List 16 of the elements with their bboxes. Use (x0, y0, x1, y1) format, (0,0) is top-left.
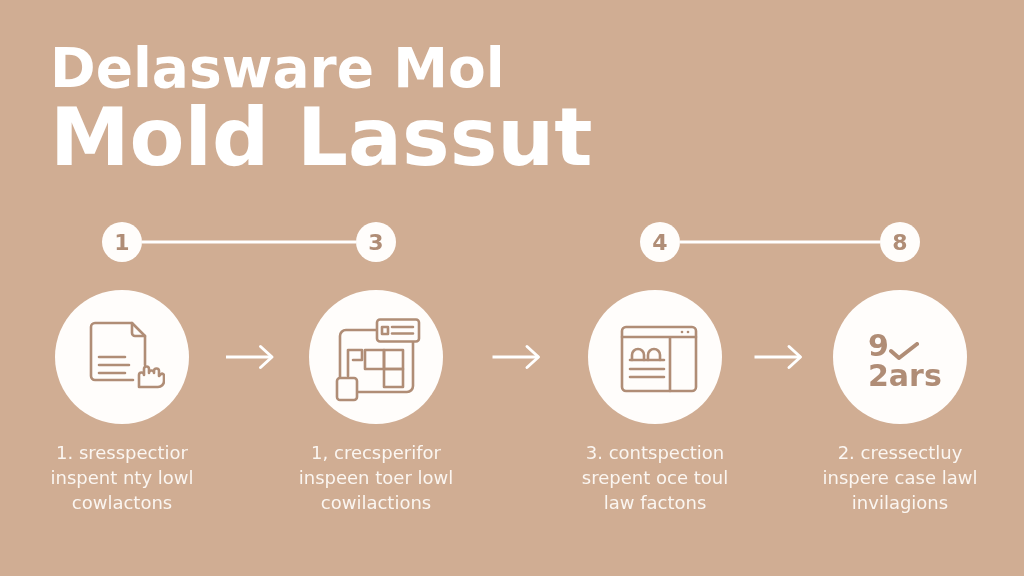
connector-line (142, 240, 356, 244)
step-label: 9 (868, 331, 889, 361)
step-label: 2ars (868, 361, 942, 391)
step-number-badge: 4 (640, 222, 680, 262)
step-number-badge: 3 (356, 222, 396, 262)
step-number-badge: 1 (102, 222, 142, 262)
step-caption: 2. cressectluy inspere case lawl invilagions (821, 441, 979, 515)
arrow (226, 345, 274, 369)
step-caption: 1, crecsperifor inspeen toer lowl cowilactions (297, 441, 455, 515)
step-caption: 1. sresspectior inspent nty lowl cowlactons (49, 441, 195, 515)
connector-line (680, 240, 880, 244)
step-number-badge: 8 (880, 222, 920, 262)
step-caption: 3. contspection srepent oce toul law factons (580, 441, 730, 515)
arrow (754, 345, 802, 369)
arrow (492, 345, 540, 369)
title: Delasware Mol Mold Lassut (50, 35, 594, 177)
